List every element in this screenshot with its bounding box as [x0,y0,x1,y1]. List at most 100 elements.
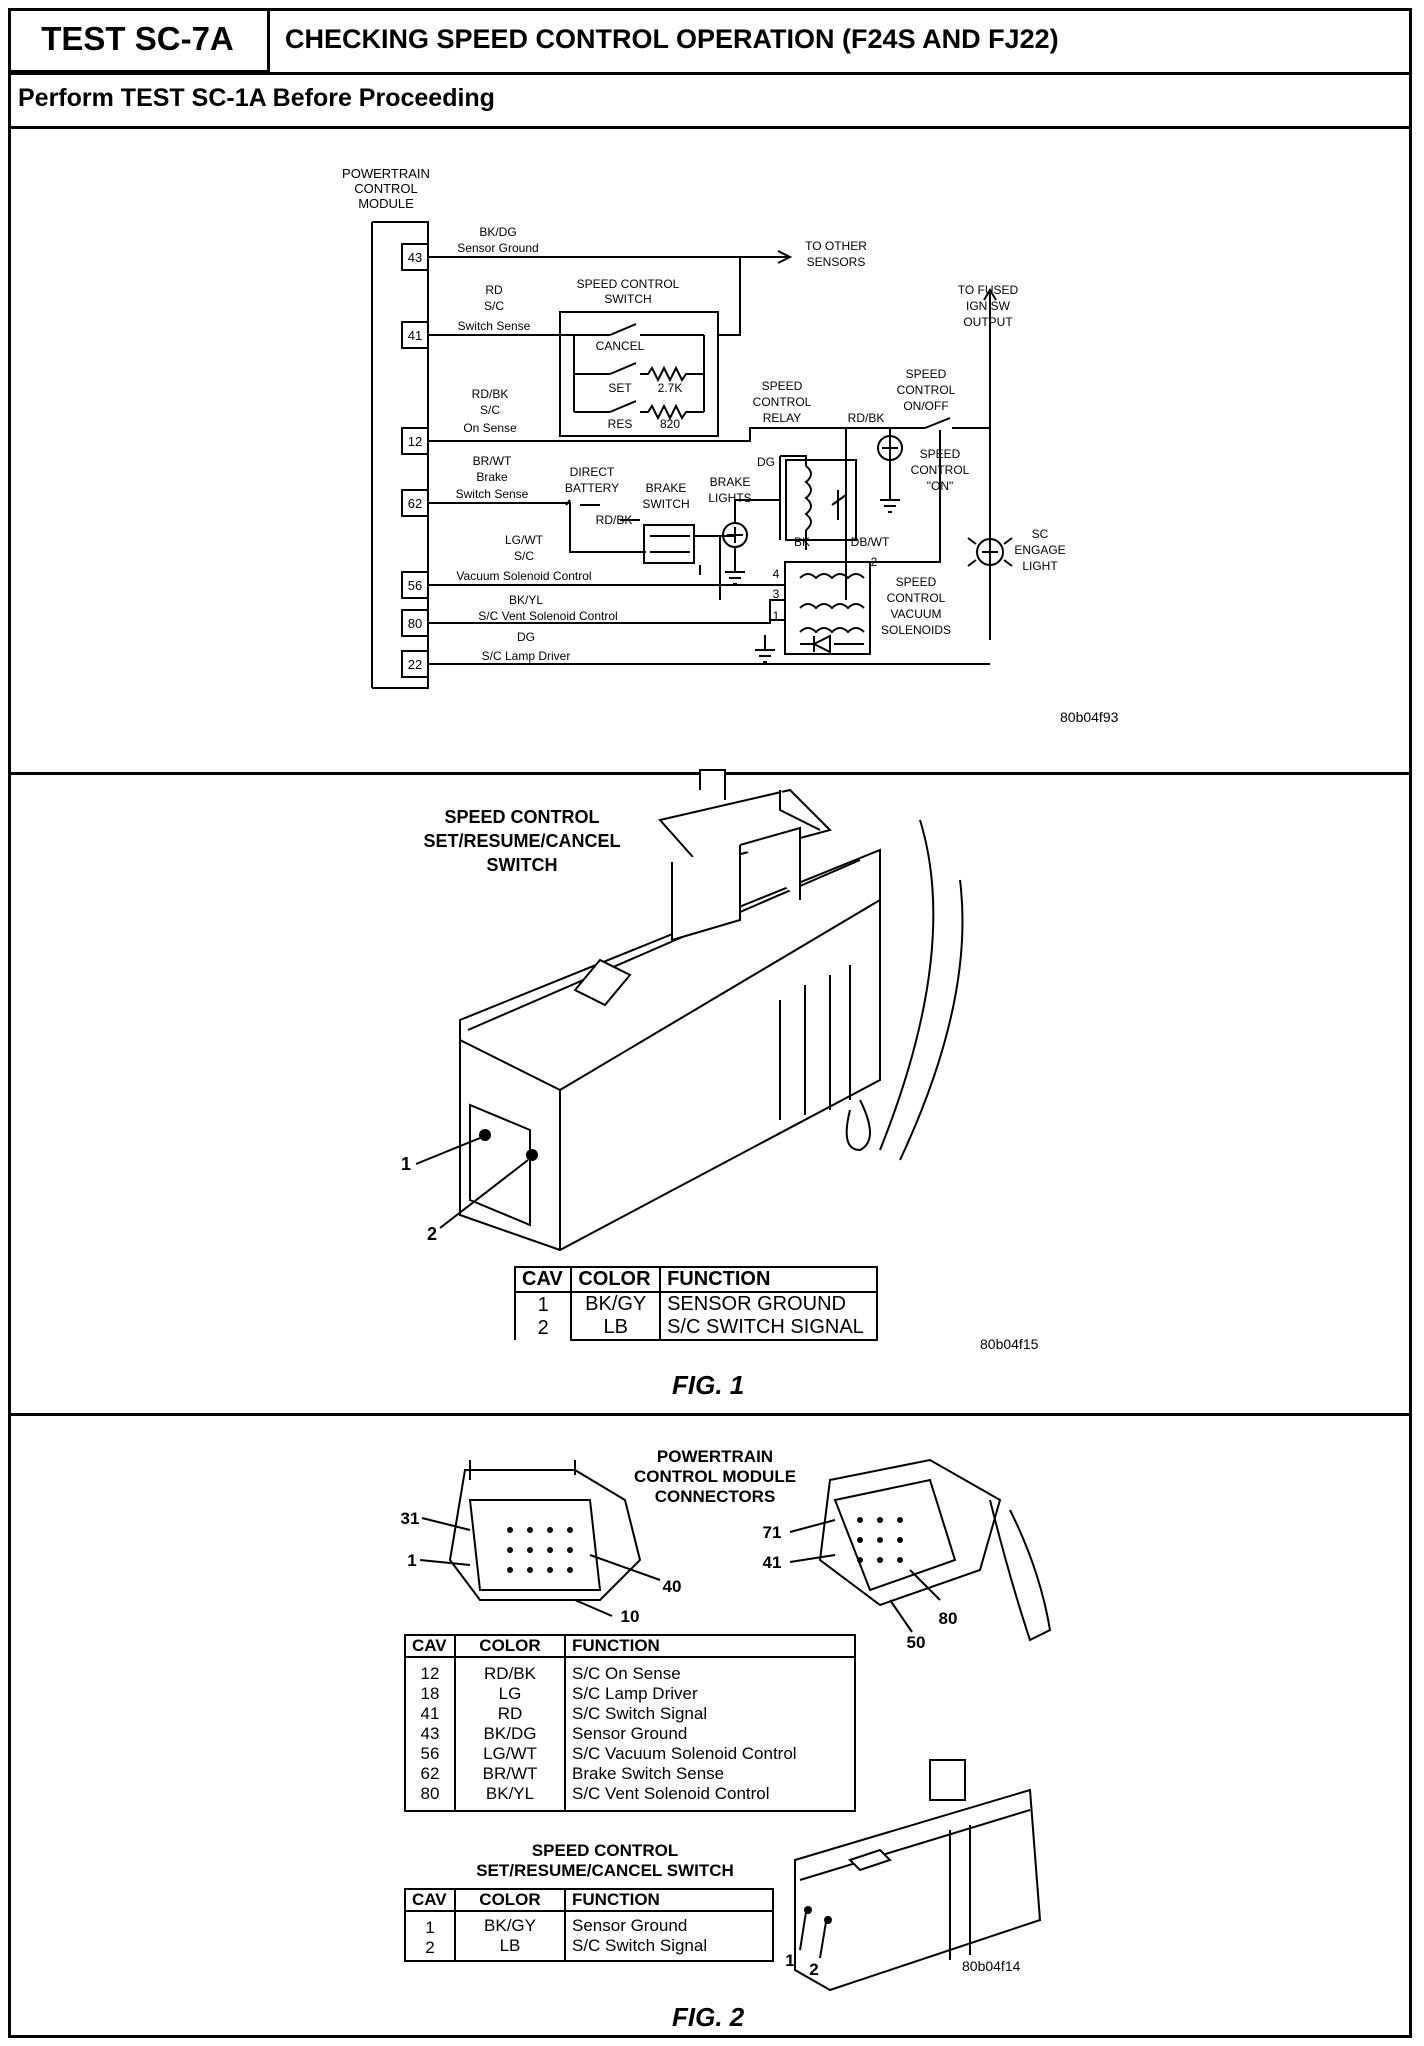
cell-text: S/C Vent Solenoid Control [572,1784,770,1803]
cell-text: SENSOR GROUND [667,1293,846,1315]
pin-label: 62 [408,496,422,511]
pcm-label: CONTROL [354,181,418,196]
fig2-callout: 40 [663,1577,682,1596]
cell-text: BK/DG [483,1724,537,1743]
pcm-label: MODULE [358,196,414,211]
onoff-label: ON/OFF [903,399,948,413]
table-body: 12 18 41 43 56 62 80 RD/BK LG RD BK/DG L… [404,1656,856,1812]
fig2-callout: 1 [785,1951,794,1970]
cell-text: 43 [420,1724,440,1743]
direct-battery: DIRECT [570,465,615,479]
pin-label: 22 [408,657,422,672]
sol-pin: 4 [773,567,780,581]
cell-text: BK/GY [484,1916,536,1935]
test-id: TEST SC-7A [8,8,270,73]
wire-label: Sensor Ground [457,241,538,255]
cell-text: LB [603,1316,628,1338]
pcm-label: POWERTRAIN [342,166,430,181]
col-color: COLOR [454,1888,566,1912]
fig2-pcm-title: CONNECTORS [655,1487,776,1506]
cell-text: LG/WT [483,1744,537,1763]
fig2-callout: 1 [407,1551,416,1570]
col-function: FUNCTION [659,1266,878,1293]
col-cav: CAV [404,1634,456,1658]
wire-label: BR/WT [473,454,512,468]
to-other-sensors: SENSORS [807,255,866,269]
cell-text: Sensor Ground [572,1916,688,1935]
wire-label: On Sense [463,421,517,435]
wire-label: RD [485,283,503,297]
cell-color: RD/BK LG RD BK/DG LG/WT BR/WT BK/YL [454,1656,566,1812]
set-label: SET [608,381,632,395]
on-lamp-label: SPEED [920,447,961,461]
cell-text: 41 [420,1704,440,1723]
col-function: FUNCTION [564,1634,856,1658]
subtitle: Perform TEST SC-1A Before Proceeding [18,84,495,112]
table-header-row: CAV COLOR FUNCTION [404,1634,856,1658]
wire-label: S/C [514,549,534,563]
sol-pin: 3 [773,587,780,601]
table-header-row: CAV COLOR FUNCTION [404,1888,774,1912]
wire-label: S/C Lamp Driver [482,649,571,663]
cell-text: 2 [537,1316,549,1339]
bk-label: BK [794,535,810,549]
pin-label: 56 [408,578,422,593]
wire-label: Vacuum Solenoid Control [456,569,591,583]
cell-color: BK/GY LB [454,1910,566,1962]
cancel-label: CANCEL [596,339,645,353]
wire-label: BK/DG [479,225,516,239]
cell-text: 1 [537,1293,549,1316]
direct-battery: BATTERY [565,481,619,495]
solenoids-label: SPEED [896,575,937,589]
rdbk-label: RD/BK [596,513,633,527]
relay-label: SPEED [762,379,803,393]
fig2-switch-title: SPEED CONTROL [532,1841,678,1860]
solenoids-label: CONTROL [887,591,946,605]
to-other-sensors: TO OTHER [805,239,867,253]
relay-label: CONTROL [753,395,812,409]
fig2-callout: 41 [763,1553,782,1572]
dbwt-label: DB/WT [851,535,890,549]
fig1-callout: 2 [427,1224,437,1244]
solenoids-label: SOLENOIDS [881,623,951,637]
onoff-label: SPEED [906,367,947,381]
cell-cav: 12 18 41 43 56 62 80 [404,1656,456,1812]
brake-lights-label: LIGHTS [708,491,751,505]
table-body: 1 2 BK/GY LB Sensor Ground S/C Switch Si… [404,1910,774,1962]
cell-text: S/C SWITCH SIGNAL [667,1316,864,1338]
fig2-callout: 80 [939,1609,958,1628]
col-cav: CAV [513,1266,573,1293]
to-fused: TO FUSED [958,283,1019,297]
cell-function: Sensor Ground S/C Switch Signal [564,1910,774,1962]
col-color: COLOR [570,1266,662,1293]
table-header-row: CAV COLOR FUNCTION [513,1266,878,1293]
cell-text: RD [497,1704,523,1723]
wire-label: BK/YL [509,593,543,607]
fig1-title: SWITCH [487,855,558,875]
pin-label: 12 [408,434,422,449]
wire-label: Brake [476,470,508,484]
wire-label: LG/WT [505,533,544,547]
to-fused: OUTPUT [963,315,1013,329]
cell-text: LG [498,1684,522,1703]
cell-text: S/C Vacuum Solenoid Control [572,1744,797,1763]
solenoids-label: VACUUM [890,607,941,621]
switch-drawing [459,769,964,1252]
fig2-caption: FIG. 2 [672,2002,745,2032]
cell-text: 56 [420,1744,440,1763]
col-cav: CAV [404,1888,456,1912]
dg-label: DG [757,455,775,469]
onoff-label: CONTROL [897,383,956,397]
sol-pin: 2 [871,555,878,569]
on-lamp-label: "ON" [927,479,954,493]
pin-label: 43 [408,250,422,265]
cell-text: 12 [420,1664,440,1683]
fig2-pcm-table: CAV COLOR FUNCTION 12 18 41 43 56 62 80 … [404,1634,856,1812]
switch-label: SPEED CONTROL [577,277,680,291]
fig2-callout: 71 [763,1523,782,1542]
cell-text: 18 [420,1684,440,1703]
